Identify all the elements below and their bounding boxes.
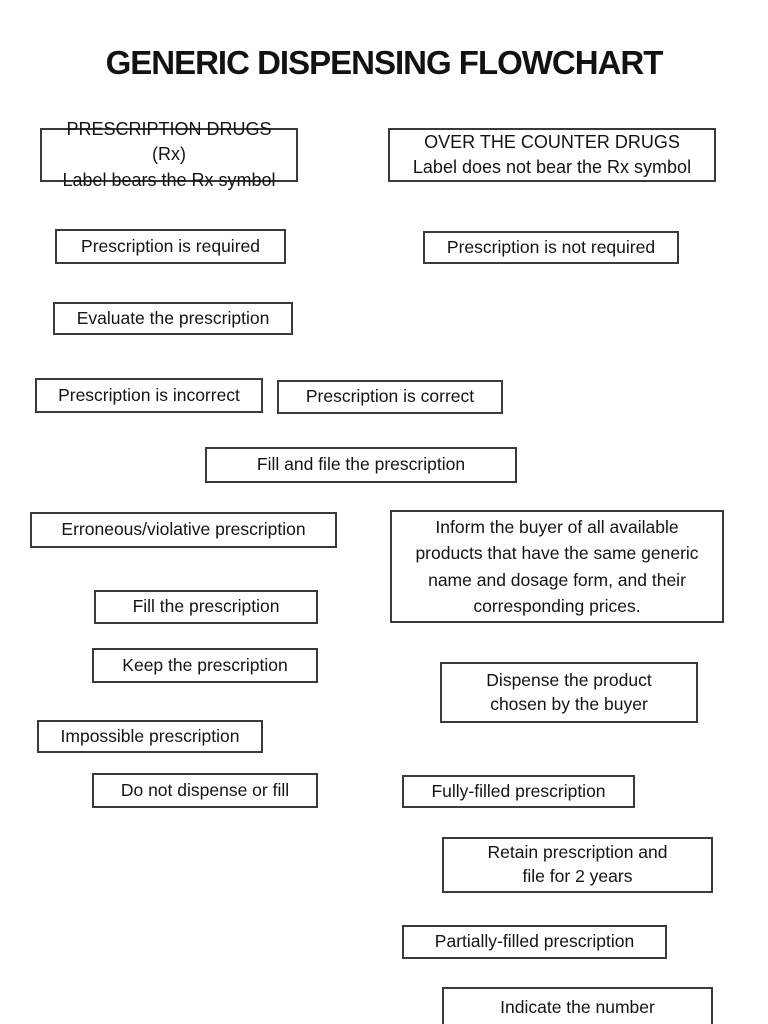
box-inform-buyer: Inform the buyer of all available produc… [390, 510, 724, 623]
box-over-the-counter-drugs-header: OVER THE COUNTER DRUGS Label does not be… [388, 128, 716, 182]
box-erroneous-violative-prescription: Erroneous/violative prescription [30, 512, 337, 548]
box-dispense-product: Dispense the product chosen by the buyer [440, 662, 698, 723]
box-partially-filled-prescription: Partially-filled prescription [402, 925, 667, 959]
box-fill-prescription: Fill the prescription [94, 590, 318, 624]
page-title: GENERIC DISPENSING FLOWCHART [105, 44, 664, 81]
box-prescription-required: Prescription is required [55, 229, 286, 264]
box-prescription-correct: Prescription is correct [277, 380, 503, 414]
box-do-not-dispense-or-fill: Do not dispense or fill [92, 773, 318, 808]
box-evaluate-prescription: Evaluate the prescription [53, 302, 293, 335]
box-prescription-incorrect: Prescription is incorrect [35, 378, 263, 413]
box-impossible-prescription: Impossible prescription [37, 720, 263, 753]
box-fully-filled-prescription: Fully-filled prescription [402, 775, 635, 808]
box-indicate-number-dispensed: Indicate the number dispensed to the pre… [442, 987, 713, 1024]
box-prescription-drugs-header: PRESCRIPTION DRUGS (Rx) Label bears the … [40, 119, 298, 190]
box-fill-and-file-prescription: Fill and file the prescription [205, 447, 517, 483]
box-prescription-not-required: Prescription is not required [423, 231, 679, 264]
box-retain-prescription: Retain prescription and file for 2 years [442, 837, 713, 893]
box-keep-prescription: Keep the prescription [92, 648, 318, 683]
